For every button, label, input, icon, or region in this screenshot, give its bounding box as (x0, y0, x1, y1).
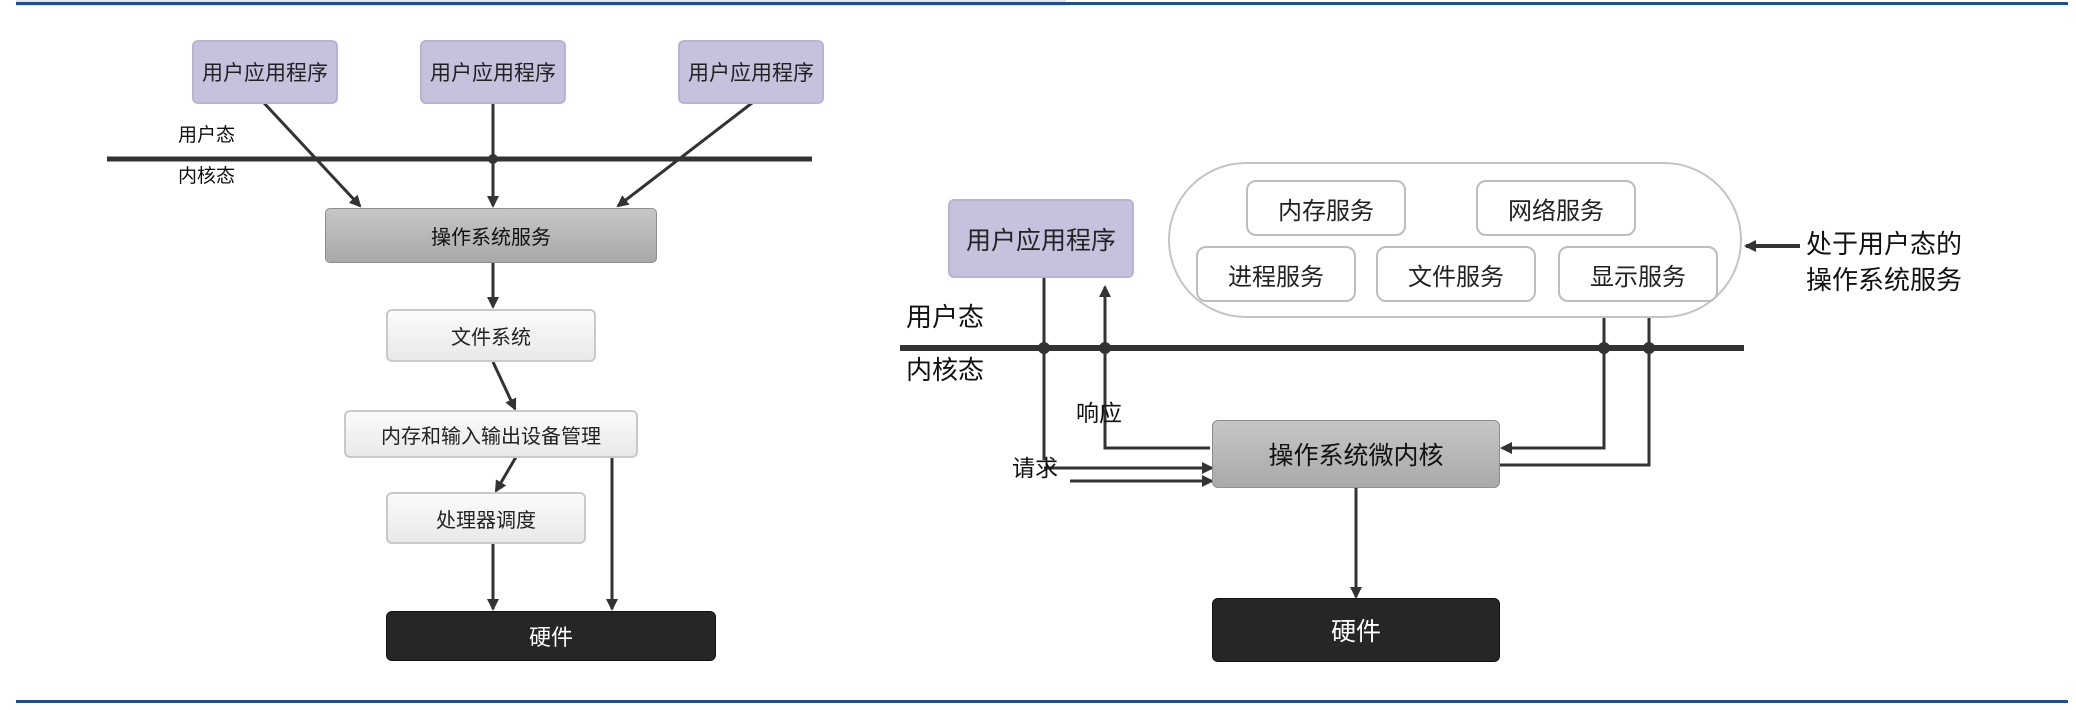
right-user-app: 用户应用程序 (948, 199, 1134, 278)
left-processor-scheduler: 处理器调度 (386, 492, 586, 544)
right-kernel-mode-label: 内核态 (906, 356, 985, 386)
left-user-app-1: 用户应用程序 (192, 40, 338, 104)
bottom-rule (16, 700, 2068, 703)
network-service: 网络服务 (1476, 180, 1636, 236)
annotation-line-1: 处于用户态的 (1806, 230, 1963, 260)
left-kernel-mode-label: 内核态 (178, 165, 236, 187)
right-arrow-response (1099, 285, 1210, 450)
left-arrow-mem-sched (494, 456, 518, 493)
process-service: 进程服务 (1196, 246, 1356, 302)
os-microkernel: 操作系统微内核 (1212, 420, 1500, 488)
left-arrow-fs-mem (491, 361, 517, 411)
display-service: 显示服务 (1558, 246, 1718, 302)
right-user-mode-label: 用户态 (906, 303, 985, 333)
memory-service: 内存服务 (1246, 180, 1406, 236)
response-label: 响应 (1076, 401, 1122, 427)
right-arrow-kernel-display (1500, 294, 1655, 467)
file-service: 文件服务 (1376, 246, 1536, 302)
left-file-system: 文件系统 (386, 309, 596, 362)
left-os-services: 操作系统服务 (325, 208, 657, 263)
request-label: 请求 (1012, 456, 1058, 482)
left-user-app-3: 用户应用程序 (678, 40, 824, 104)
right-arrow-display-kernel (1500, 296, 1606, 454)
annotation-line-2: 操作系统服务 (1806, 266, 1963, 296)
left-arrow-app1-services (262, 101, 362, 208)
left-user-app-2: 用户应用程序 (420, 40, 566, 104)
left-arrow-app3-services (616, 101, 753, 208)
top-rule (16, 2, 2068, 5)
left-hardware: 硬件 (386, 611, 716, 661)
right-hardware: 硬件 (1212, 598, 1500, 662)
left-mem-io-management: 内存和输入输出设备管理 (344, 410, 638, 458)
left-user-mode-label: 用户态 (178, 124, 236, 146)
